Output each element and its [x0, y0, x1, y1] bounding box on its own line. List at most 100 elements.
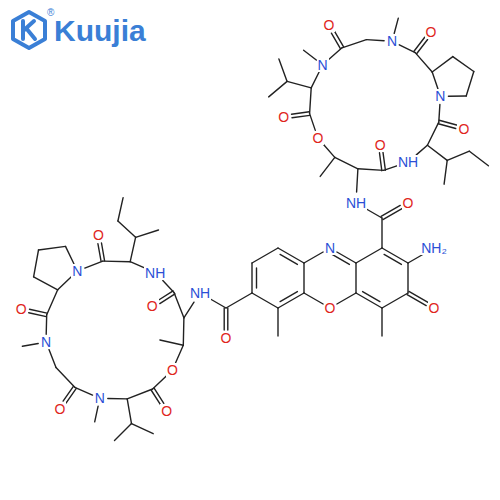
atom-label: O — [277, 110, 290, 124]
bond-line — [303, 263, 304, 293]
atom-label: N — [317, 58, 329, 72]
bond-line — [304, 252, 323, 263]
bond-line — [102, 243, 105, 261]
atom-label: O — [425, 25, 438, 39]
bond-line — [160, 340, 183, 345]
bond-line — [280, 254, 297, 264]
bond-line — [98, 244, 101, 262]
atom-label: NH₂ — [420, 241, 448, 255]
bond-line — [409, 291, 428, 302]
bond-line — [184, 302, 194, 318]
bond-line — [176, 345, 184, 363]
bond-line — [85, 261, 103, 268]
bond-line — [127, 389, 152, 399]
bond-line — [154, 388, 164, 403]
atom-label: N — [94, 391, 106, 405]
bond-line — [39, 246, 66, 250]
bond-line — [439, 104, 440, 122]
bond-line — [311, 72, 319, 88]
bond-line — [153, 376, 167, 389]
bond-line — [381, 308, 382, 336]
bond-line — [366, 209, 383, 219]
atom-label: NH — [189, 286, 211, 300]
bond-line — [444, 160, 447, 184]
bond-line — [56, 368, 75, 388]
atom-label: O — [324, 301, 337, 315]
bond-line — [337, 293, 356, 304]
bond-line — [407, 263, 408, 293]
atom-label: N — [324, 241, 336, 255]
bond-line — [174, 292, 184, 317]
bond-line — [416, 145, 427, 155]
atom-label: NH — [345, 196, 367, 210]
bond-line — [381, 218, 382, 248]
atom-label: N — [434, 89, 446, 103]
bond-line — [384, 254, 401, 264]
bond-line — [115, 424, 132, 441]
bond-line — [304, 293, 323, 304]
bond-line — [66, 246, 74, 263]
bond-line — [363, 292, 380, 302]
bond-line — [34, 277, 58, 290]
bond-line — [252, 248, 278, 263]
bond-line — [432, 72, 438, 89]
bond-line — [130, 262, 145, 269]
bond-line — [357, 169, 358, 192]
bond-line — [366, 40, 384, 41]
bond-line — [453, 57, 474, 72]
bond-line — [256, 268, 257, 288]
bond-line — [46, 315, 48, 334]
bond-line — [127, 399, 131, 424]
bond-line — [279, 59, 287, 82]
bond-line — [22, 344, 38, 347]
bond-line — [277, 308, 278, 336]
bond-line — [75, 387, 93, 395]
atom-label: O — [160, 404, 173, 418]
bond-line — [118, 221, 136, 237]
bond-line — [252, 293, 278, 308]
bond-line — [323, 144, 335, 157]
bond-line — [118, 198, 123, 221]
bond-line — [335, 31, 344, 47]
bond-line — [427, 145, 447, 160]
atom-label: O — [311, 131, 324, 145]
bond-line — [34, 250, 39, 277]
bond-line — [447, 151, 469, 160]
bond-line — [399, 45, 415, 53]
bond-line — [304, 50, 317, 60]
bond-line — [226, 293, 252, 308]
logo-k-mark — [23, 21, 35, 39]
atom-label: NH — [397, 155, 419, 169]
bond-line — [394, 18, 398, 33]
atom-label: O — [220, 331, 233, 345]
bond-line — [160, 294, 175, 304]
bond-line — [335, 157, 358, 168]
bond-line — [287, 81, 311, 88]
bond-line — [427, 122, 438, 145]
bond-line — [337, 252, 356, 263]
bond-line — [269, 81, 287, 97]
bond-line — [432, 57, 453, 72]
bond-line — [356, 248, 382, 263]
bond-line — [95, 406, 98, 422]
bond-line — [30, 309, 48, 313]
bond-line — [136, 230, 159, 237]
bond-line — [358, 169, 384, 171]
bond-line — [469, 151, 488, 166]
atom-label: O — [146, 299, 159, 313]
atom-label: O — [323, 18, 336, 32]
bond-line — [380, 153, 382, 171]
bond-line — [331, 33, 340, 49]
bond-line — [415, 53, 432, 72]
bond-line — [280, 292, 297, 302]
bond-line — [310, 88, 312, 114]
bond-line — [292, 112, 310, 114]
atom-label: O — [92, 228, 105, 242]
bond-line — [223, 308, 224, 330]
atom-label: O — [428, 301, 441, 315]
atom-label: O — [457, 122, 470, 136]
bond-line — [130, 237, 135, 261]
bond-line — [439, 120, 456, 125]
bond-line — [342, 40, 366, 48]
